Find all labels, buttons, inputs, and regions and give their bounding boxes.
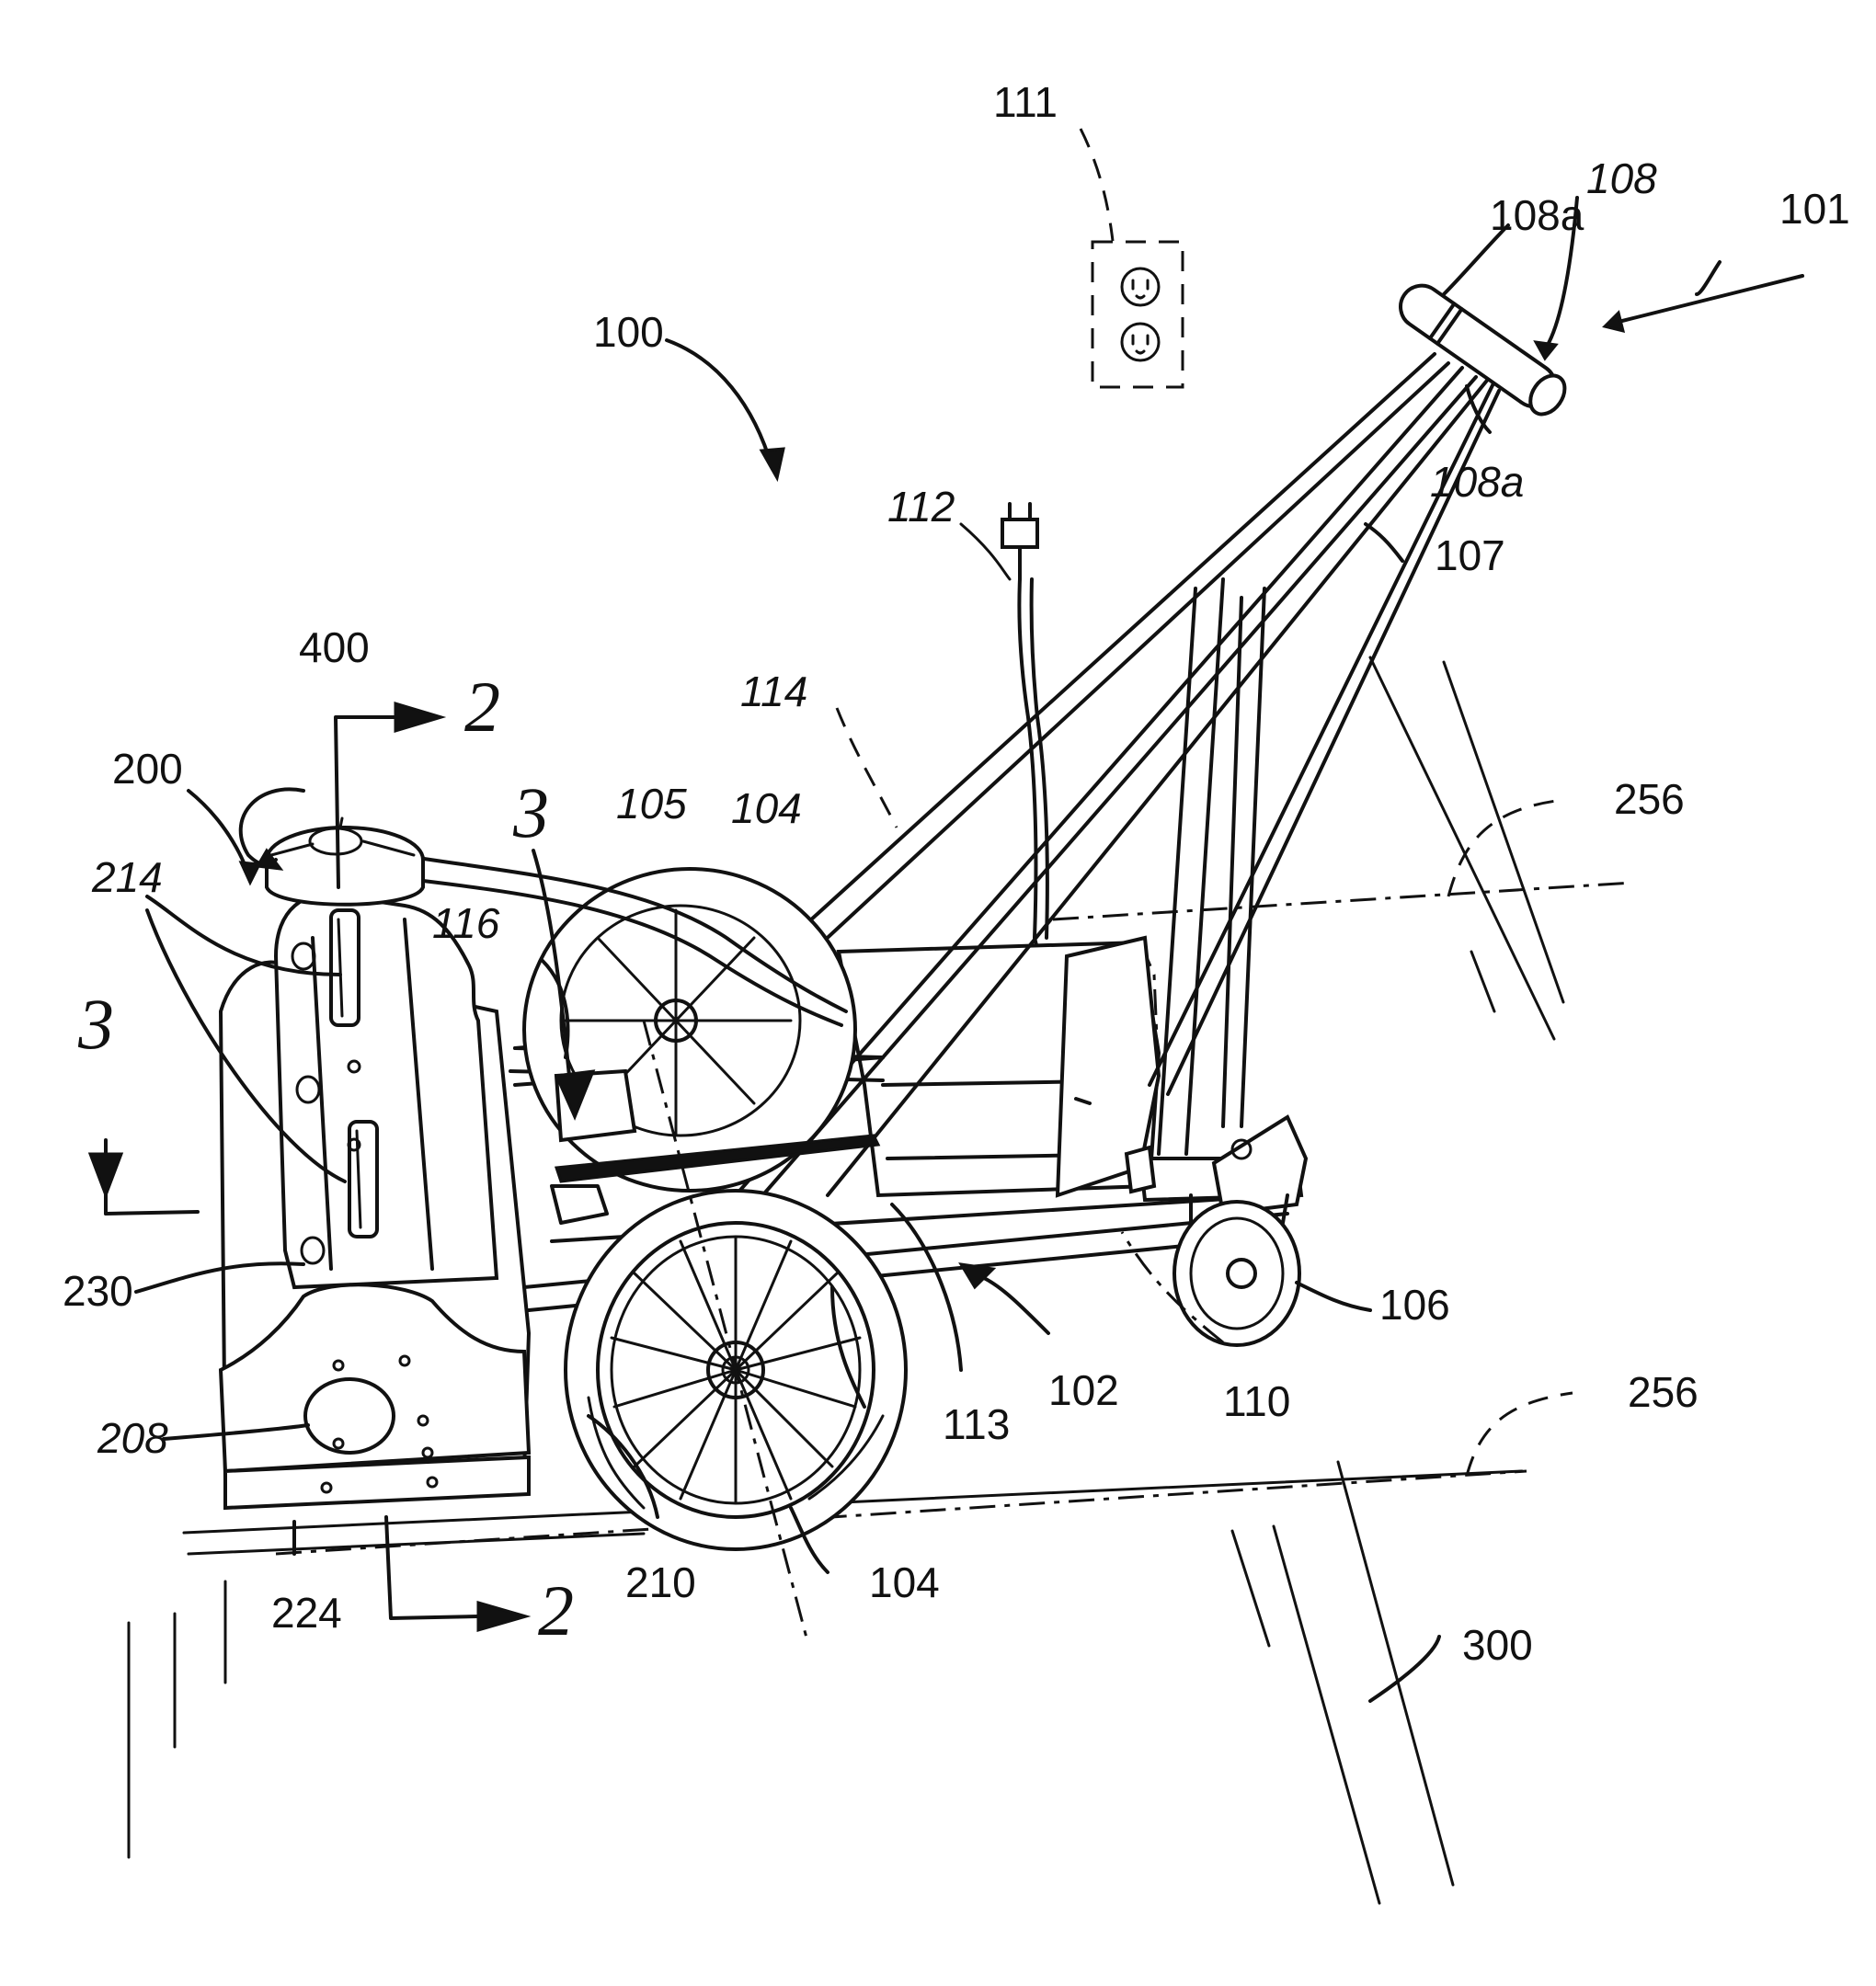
label-208: 208 bbox=[97, 1414, 168, 1462]
label-214: 214 bbox=[91, 853, 163, 901]
label-107: 107 bbox=[1435, 531, 1505, 579]
label-256-bottom: 256 bbox=[1628, 1368, 1699, 1416]
label-101: 101 bbox=[1779, 185, 1850, 233]
wall-outlet bbox=[1081, 129, 1183, 387]
label-256-top: 256 bbox=[1614, 775, 1685, 823]
label-110: 110 bbox=[1223, 1377, 1290, 1425]
label-102: 102 bbox=[1048, 1366, 1119, 1414]
section-3-top: 3 bbox=[512, 772, 549, 852]
label-104-bottom: 104 bbox=[869, 1558, 940, 1606]
label-210: 210 bbox=[625, 1558, 696, 1606]
label-111: 111 bbox=[993, 78, 1058, 126]
label-106: 106 bbox=[1379, 1281, 1450, 1329]
label-230: 230 bbox=[63, 1267, 133, 1315]
label-200: 200 bbox=[112, 745, 183, 793]
label-300: 300 bbox=[1462, 1621, 1533, 1669]
section-3-left: 3 bbox=[77, 984, 114, 1064]
label-114: 114 bbox=[740, 668, 807, 715]
label-108a-bottom: 108a bbox=[1430, 458, 1524, 506]
label-224: 224 bbox=[271, 1589, 342, 1637]
label-112: 112 bbox=[887, 483, 955, 531]
label-105: 105 bbox=[616, 780, 687, 828]
label-108: 108 bbox=[1586, 154, 1657, 202]
label-116: 116 bbox=[432, 899, 500, 947]
label-100: 100 bbox=[593, 308, 664, 356]
section-2-top: 2 bbox=[464, 667, 500, 747]
label-104-top: 104 bbox=[731, 784, 802, 832]
label-400: 400 bbox=[299, 623, 370, 671]
label-113: 113 bbox=[943, 1400, 1010, 1448]
rear-caster-wheel bbox=[1174, 1195, 1299, 1345]
section-2-bottom: 2 bbox=[538, 1570, 574, 1650]
label-108a-top: 108a bbox=[1490, 191, 1584, 239]
